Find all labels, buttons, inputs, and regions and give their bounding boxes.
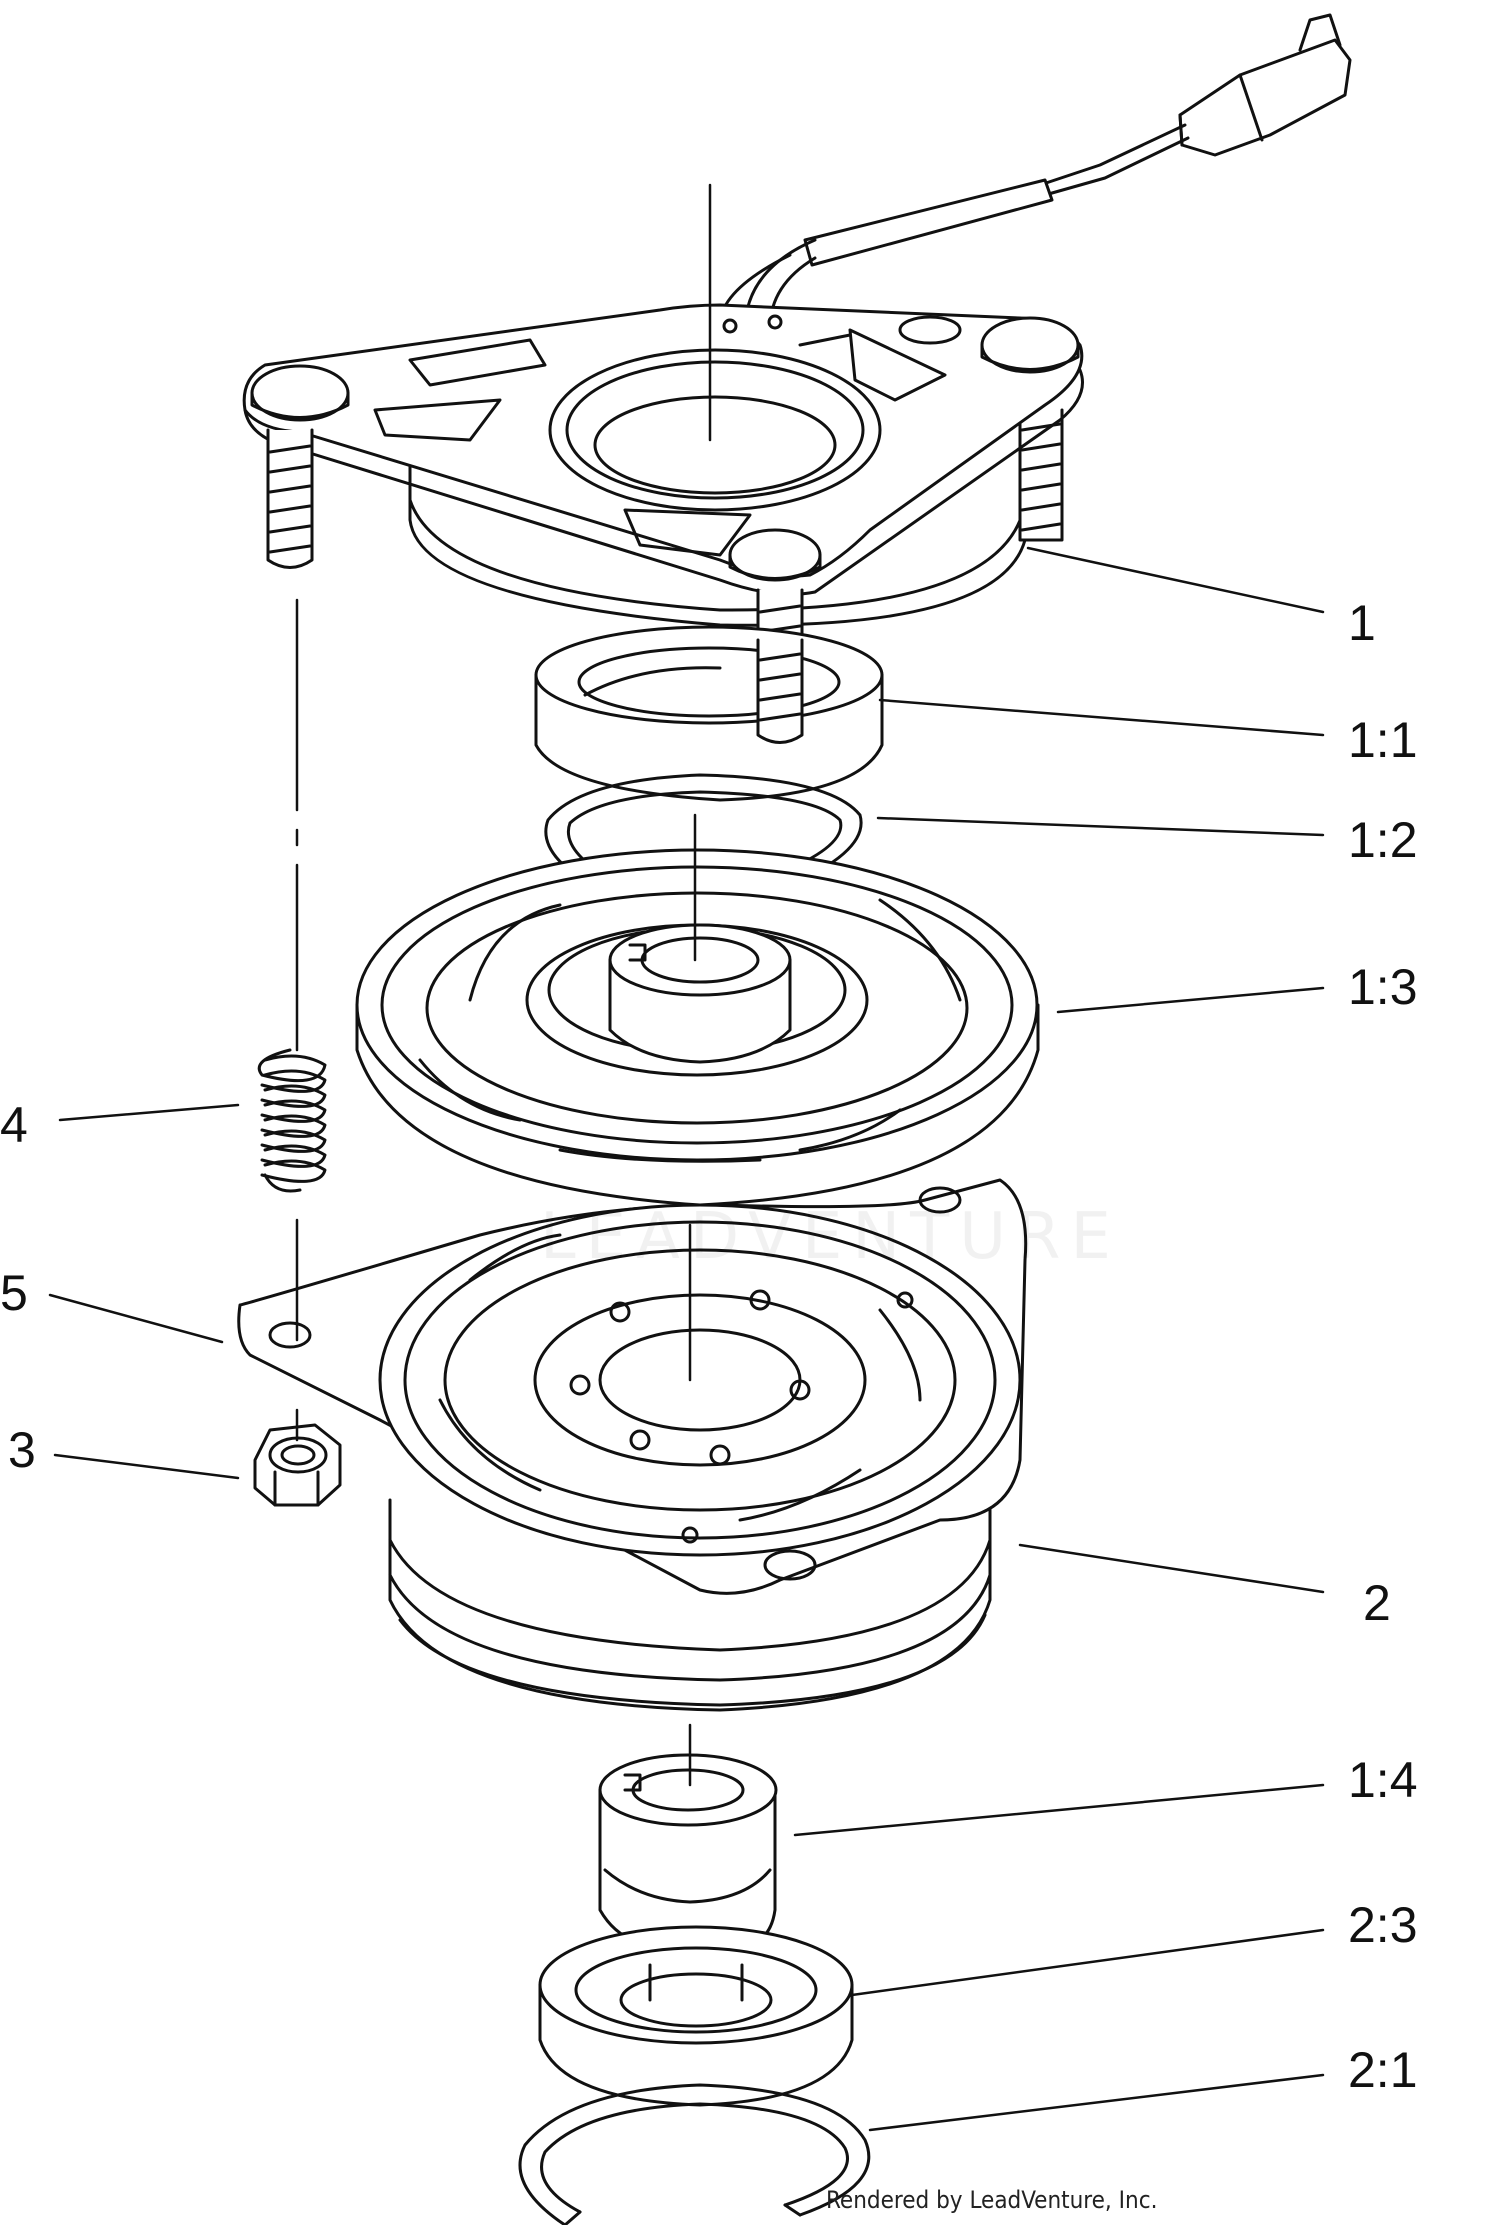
render-credit: Rendered by LeadVenture, Inc. [826, 2186, 1158, 2214]
part-2-3-bearing [538, 1925, 854, 2107]
part-1-1-bearing [534, 625, 884, 802]
callout-5: 5 [0, 1265, 28, 1321]
callout-4: 4 [0, 1097, 28, 1153]
callout-2: 2 [1363, 1575, 1391, 1631]
part-4-spring [257, 1048, 327, 1193]
watermark: LEADVENTURE [540, 1200, 1121, 1274]
callout-1: 1 [1348, 595, 1376, 651]
part-2-1-snap-ring [518, 2083, 871, 2227]
callout-1-1: 1:1 [1348, 712, 1418, 768]
part-1-field-coil [242, 303, 1084, 739]
callout-3: 3 [8, 1422, 36, 1478]
callout-2-3: 2:3 [1348, 1897, 1418, 1953]
axis-lines [295, 183, 712, 1787]
wire-harness-connector [718, 13, 1352, 332]
callout-1-3: 1:3 [1348, 959, 1418, 1015]
callout-1-4: 1:4 [1348, 1752, 1418, 1808]
part-2-pulley-housing [237, 1178, 1028, 1712]
part-1-3-armature [355, 848, 1040, 1207]
callout-2-1: 2:1 [1348, 2042, 1418, 2098]
part-3-lock-nut [253, 1423, 342, 1507]
callout-1-2: 1:2 [1348, 812, 1418, 868]
leader-lines [48, 546, 1325, 2132]
